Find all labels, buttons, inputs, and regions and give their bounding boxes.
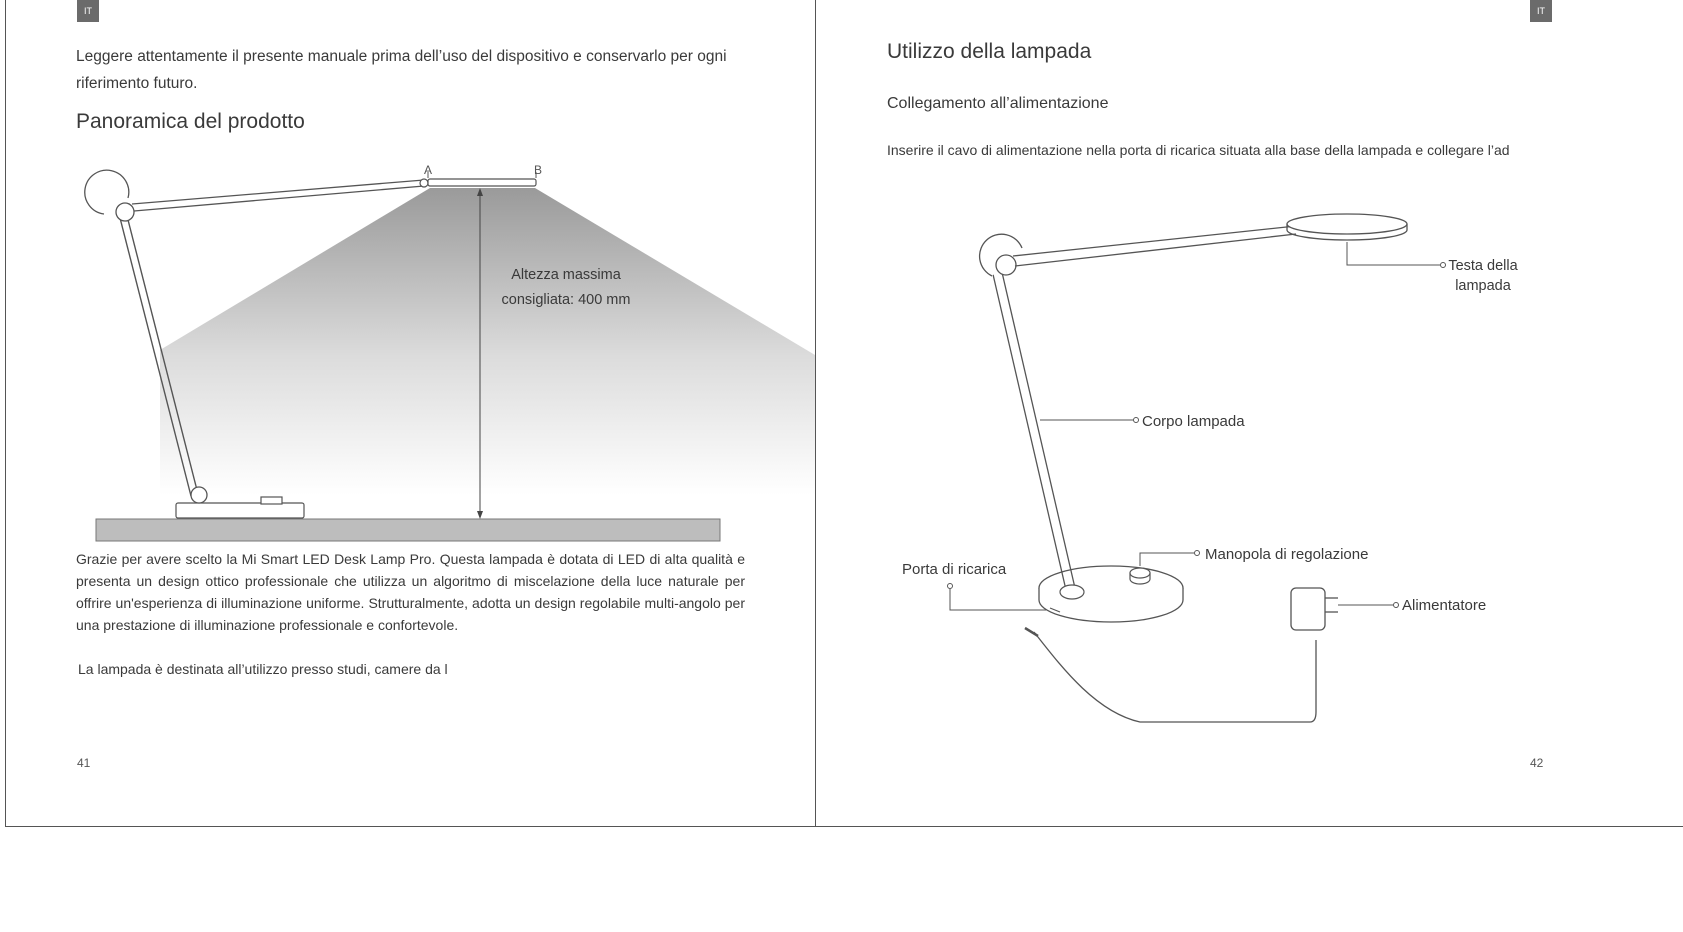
- upper-joint: [995, 254, 1017, 276]
- light-beam: [160, 188, 815, 495]
- adjustment-knob: [1129, 567, 1151, 579]
- base-knob: [260, 496, 283, 505]
- label-a: A: [424, 163, 432, 177]
- section-heading: Utilizzo della lampada: [887, 40, 1092, 63]
- page-number: 42: [1530, 756, 1544, 770]
- callout-manopola: Manopola di regolazione: [1205, 546, 1368, 563]
- page-number: 41: [77, 756, 91, 770]
- usage-text: La lampada è destinata all’utilizzo pres…: [78, 661, 448, 677]
- instruction-text: Inserire il cavo di alimentazione nella …: [887, 142, 1510, 158]
- page-divider: [815, 0, 816, 826]
- upper-joint: [115, 202, 135, 222]
- callout-corpo: Corpo lampada: [1142, 413, 1245, 430]
- subsection-heading: Collegamento all’alimentazione: [887, 95, 1109, 112]
- callout-alimentatore: Alimentatore: [1402, 597, 1486, 614]
- desk-surface: [95, 518, 721, 542]
- intro-text: Leggere attentamente il presente manuale…: [76, 48, 727, 92]
- height-label-line2: consigliata: 400 mm: [502, 292, 631, 308]
- lamp-head: [1286, 213, 1408, 235]
- callout-porta: Porta di ricarica: [902, 561, 1007, 578]
- power-cable: [1033, 631, 1317, 723]
- product-overview-diagram: A B Altezza massima consigliata: 400 mm: [84, 163, 815, 542]
- callout-testa-line2: lampada: [1455, 278, 1512, 294]
- lower-joint: [190, 486, 208, 504]
- lamp-head: [427, 178, 537, 187]
- power-adapter: [1290, 587, 1326, 631]
- language-tag: IT: [1530, 0, 1552, 22]
- lamp-base: [175, 502, 305, 519]
- callout-testa-line1: Testa della: [1448, 258, 1518, 274]
- section-heading: Panoramica del prodotto: [76, 110, 305, 133]
- description-text: Grazie per avere scelto la Mi Smart LED …: [76, 551, 745, 633]
- height-label-line1: Altezza massima: [511, 267, 622, 283]
- manual-spread: [5, 0, 1683, 827]
- label-b: B: [534, 163, 542, 177]
- language-tag: IT: [77, 0, 99, 22]
